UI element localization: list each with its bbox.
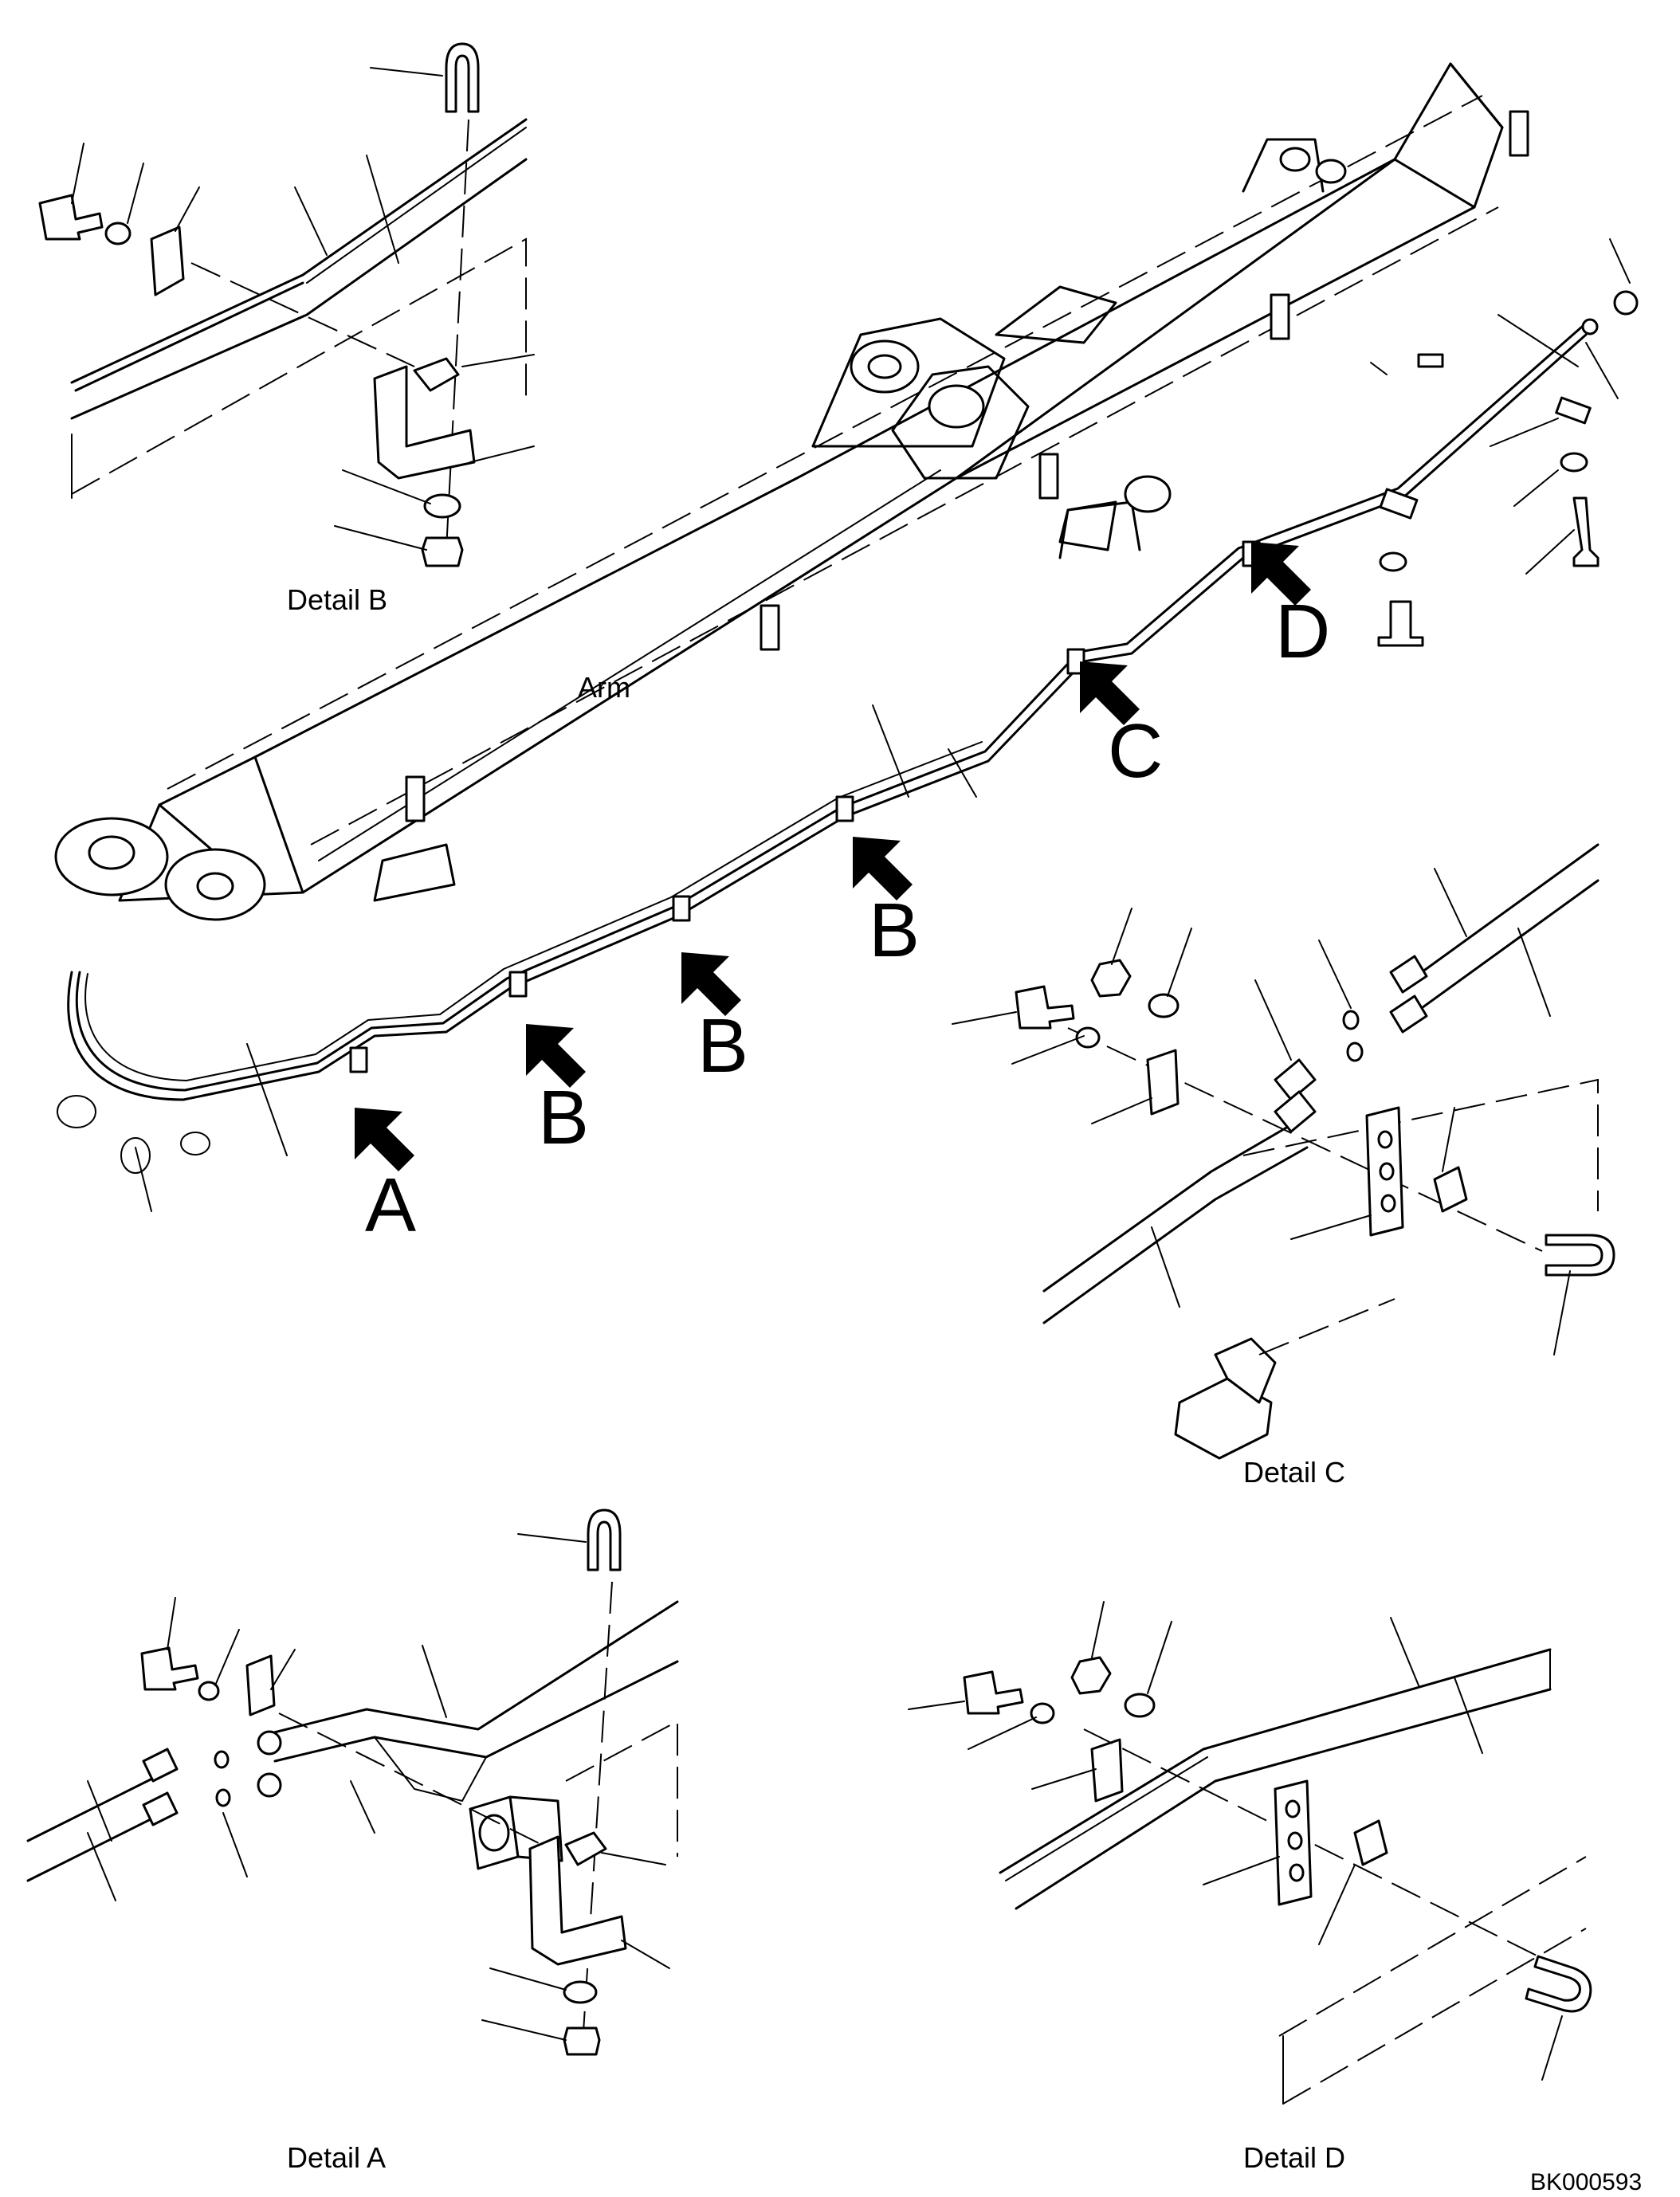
washer-icon [1030, 1702, 1055, 1724]
callout-letter-a: A [365, 1163, 416, 1248]
detail-c: Detail C [952, 843, 1615, 1489]
arrow-icon [526, 1024, 586, 1088]
detail-d-label: Detail D [1243, 2141, 1345, 2174]
o-ring-icon [1342, 1010, 1360, 1030]
detail-c-label: Detail C [1243, 1456, 1345, 1489]
o-ring-icon [215, 1788, 231, 1807]
arm-label: Arm [578, 671, 630, 704]
o-ring-icon [1346, 1042, 1364, 1062]
washer-icon [104, 222, 131, 245]
arrow-icon [1251, 542, 1311, 606]
bolt-icon [38, 194, 104, 241]
washer-icon [1148, 993, 1180, 1018]
arrow-icon [1080, 661, 1140, 725]
detail-a: Detail A [26, 1508, 679, 2174]
callout-letter-b: B [697, 1003, 748, 1089]
callout-letter-b: B [869, 888, 920, 973]
detail-b: Detail B [38, 42, 535, 616]
callout-letter-b: B [538, 1075, 589, 1160]
callout-letter-c: C [1108, 708, 1163, 794]
u-bolt-icon [1525, 1955, 1592, 2013]
clamp-icon [1146, 1049, 1180, 1116]
callout-arrows: A B B B C D Arm [355, 542, 1330, 1248]
washer-icon [198, 1681, 220, 1701]
u-bolt-icon [587, 1508, 622, 1571]
bolt-icon [140, 1646, 199, 1691]
clamp-icon [245, 1654, 276, 1716]
nut-icon [1070, 1656, 1112, 1695]
bracket-icon [528, 1835, 627, 1966]
arrow-icon [853, 837, 913, 900]
detail-a-label: Detail A [287, 2141, 386, 2174]
washer-icon [1124, 1693, 1156, 1718]
clamp-icon [413, 357, 460, 392]
arm-assembly [54, 62, 1529, 921]
clamp-icon [150, 226, 185, 296]
callout-letter-d: D [1275, 589, 1330, 674]
nut-icon [421, 536, 464, 567]
arrow-icon [355, 1108, 414, 1171]
end-hardware [1370, 353, 1600, 647]
washer-icon [563, 1980, 598, 2004]
nut-icon [563, 2026, 601, 2056]
washer-icon [1075, 1026, 1101, 1049]
clamp-icon [1353, 1819, 1388, 1866]
detail-b-label: Detail B [287, 583, 387, 616]
bolt-icon [963, 1670, 1024, 1715]
bracket-icon [373, 365, 476, 480]
hydraulic-pipe-run [57, 238, 1639, 1212]
arrow-icon [681, 952, 741, 1016]
drawing-code: BK000593 [1530, 2169, 1642, 2195]
o-ring-icon [214, 1750, 230, 1769]
u-bolt-icon [445, 42, 480, 113]
clamp-icon [564, 1831, 607, 1866]
bolt-icon [1015, 985, 1075, 1030]
clamp-icon [1433, 1166, 1468, 1213]
washer-icon [423, 493, 461, 519]
detail-d: Detail D [908, 1601, 1592, 2174]
u-bolt-icon [1545, 1234, 1615, 1277]
clamp-icon [1090, 1738, 1124, 1803]
nut-icon [1090, 959, 1132, 998]
